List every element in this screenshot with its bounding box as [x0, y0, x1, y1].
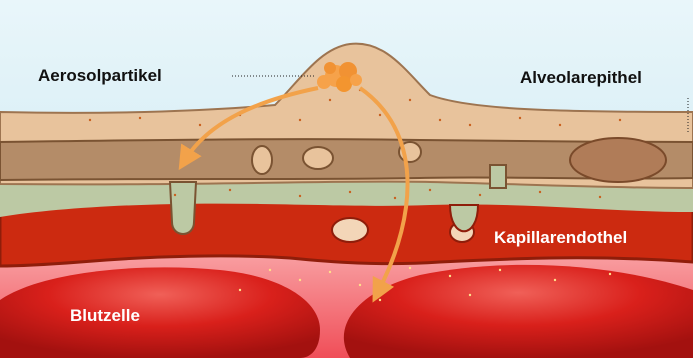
epithelial-vesicle [303, 147, 333, 169]
epithelium-label: Alveolarepithel [520, 69, 642, 86]
membrane-pocket [170, 182, 196, 234]
epithelial-vesicle [252, 146, 272, 174]
aerosol-label: Aerosolpartikel [38, 67, 162, 84]
endothelium-label: Kapillarendothel [494, 229, 627, 246]
cell-nucleus [570, 138, 666, 182]
membrane-pocket [490, 165, 506, 188]
endothelial-vesicle [332, 218, 368, 242]
blood-cell-label: Blutzelle [70, 307, 140, 324]
